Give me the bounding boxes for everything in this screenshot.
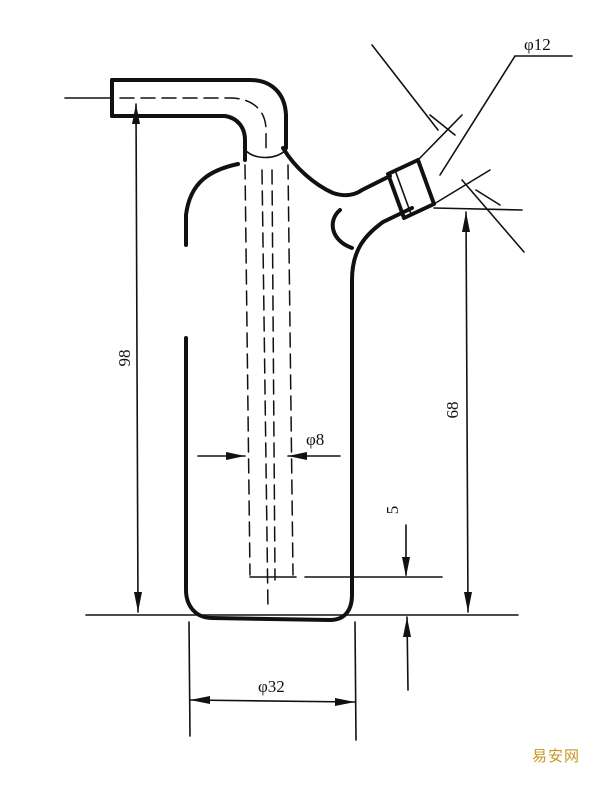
outlet-tick-lower (475, 189, 501, 206)
dim-d12-label: φ12 (524, 35, 551, 54)
dim-98-line (135, 103, 139, 613)
dim-d32-arrow-left (190, 696, 210, 704)
outlet-tube-bottom (433, 169, 491, 205)
bottle-left-wall-lower (184, 278, 354, 622)
side-neck (281, 146, 392, 198)
dim-98-label: 98 (115, 350, 134, 367)
outlet-tick-upper (429, 114, 456, 136)
dim-d8-label: φ8 (306, 430, 324, 449)
outlet-ext-lower (461, 179, 525, 253)
dim-d8-arrow-left (226, 452, 245, 460)
bottle-shoulder-right (350, 206, 414, 282)
dim-5-arrow-bottom (403, 617, 411, 637)
inner-tube-right (287, 164, 294, 576)
dim-d32-ext-right (354, 621, 357, 741)
inner-tube-center-right (271, 169, 276, 581)
outlet-base-line (433, 207, 523, 211)
dim-5-arrow-top (402, 557, 410, 577)
dim-98-arrow-top (132, 104, 140, 124)
inner-tube-center-left (261, 169, 269, 611)
dim-68-line (465, 211, 469, 613)
dim-d32-arrow-right (335, 698, 355, 706)
dim-d32-label: φ32 (258, 677, 285, 696)
bottle-left-wall (184, 162, 240, 247)
dim-d8-arrow-right (288, 452, 307, 460)
outlet-tube-top (417, 114, 463, 161)
dim-68-label: 68 (443, 402, 462, 419)
tube-joint-curve (244, 149, 287, 159)
dim-5-label: 5 (383, 506, 402, 515)
inner-tube-left (244, 164, 251, 576)
side-neck-inner-arc (330, 208, 354, 250)
dim-d32-line (189, 699, 356, 703)
tube-bend-dash (119, 97, 267, 151)
inlet-tube-inner (110, 114, 247, 162)
inlet-tube-outer (110, 78, 288, 150)
outlet-collar-inner (394, 169, 412, 215)
d12-leader (439, 55, 516, 176)
dim-68-arrow-top (462, 212, 470, 232)
outlet-ext-upper (371, 44, 439, 131)
dim-98-arrow-bottom (134, 592, 142, 612)
dim-68-arrow-bottom (464, 592, 472, 612)
dim-d32-ext-left (188, 621, 191, 737)
watermark: 易安网 (531, 747, 580, 765)
